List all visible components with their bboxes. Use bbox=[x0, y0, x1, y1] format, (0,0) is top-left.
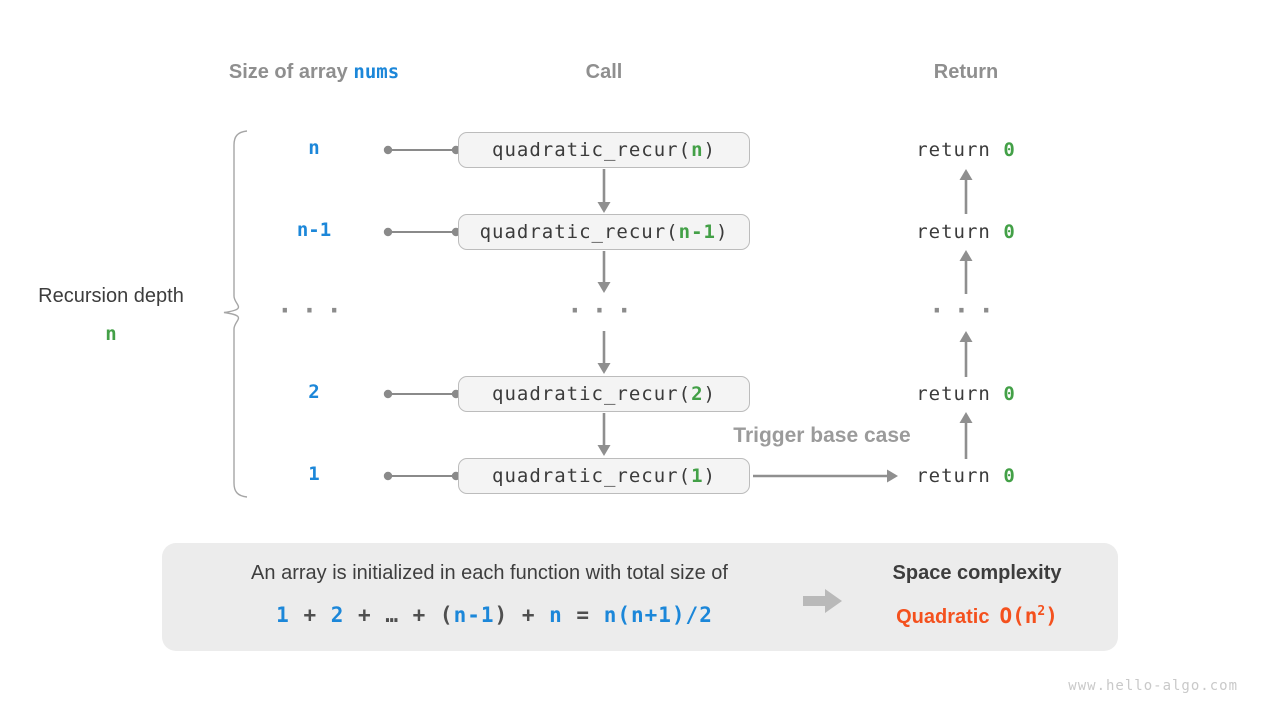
return-value: 0 bbox=[1003, 383, 1016, 405]
call-box-n-1: quadratic_recur(n-1) bbox=[458, 214, 750, 250]
space-complexity-title: Space complexity bbox=[892, 562, 1062, 584]
site-watermark: www.hello-algo.com bbox=[1068, 678, 1238, 694]
size-ellipsis: ··· bbox=[277, 296, 351, 326]
space-complexity-value: Quadratic O(n2) bbox=[862, 604, 1092, 629]
call-text: quadratic_recur(n) bbox=[492, 139, 716, 161]
call-arg: n bbox=[691, 139, 704, 161]
call-text: quadratic_recur(1) bbox=[492, 465, 716, 487]
call-box-n: quadratic_recur(n) bbox=[458, 132, 750, 168]
recursion-depth-label: Recursion depth bbox=[38, 285, 184, 307]
return-statement-n-1: return 0 bbox=[866, 221, 1066, 243]
call-arg: n-1 bbox=[678, 221, 716, 243]
call-box-1: quadratic_recur(1) bbox=[458, 458, 750, 494]
return-statement-2: return 0 bbox=[866, 383, 1066, 405]
size-label-2: 2 bbox=[308, 381, 320, 403]
total-size-formula: 1 + 2 + … + (n-1) + n = n(n+1)/2 bbox=[276, 603, 713, 627]
return-statement-n: return 0 bbox=[866, 139, 1066, 161]
return-ellipsis: ··· bbox=[929, 296, 1003, 326]
return-keyword: return bbox=[916, 465, 1004, 487]
return-keyword: return bbox=[916, 139, 1004, 161]
summary-description: An array is initialized in each function… bbox=[251, 562, 728, 584]
column-header-call: Call bbox=[585, 61, 623, 83]
call-box-2: quadratic_recur(2) bbox=[458, 376, 750, 412]
complexity-class-name: Quadratic bbox=[896, 606, 990, 628]
size-label-1: 1 bbox=[308, 463, 320, 485]
call-ellipsis: ··· bbox=[567, 296, 641, 326]
return-statement-1: return 0 bbox=[866, 465, 1066, 487]
column-header-return: Return bbox=[933, 61, 999, 83]
call-arg: 1 bbox=[691, 465, 704, 487]
return-value: 0 bbox=[1003, 465, 1016, 487]
column-header-size: Size of array nums bbox=[154, 61, 474, 84]
big-o-notation: O(n2) bbox=[999, 604, 1058, 628]
size-header-label: Size of array bbox=[228, 61, 348, 83]
summary-panel: An array is initialized in each function… bbox=[162, 543, 1118, 651]
trigger-base-case-label: Trigger base case bbox=[733, 424, 911, 447]
call-arg: 2 bbox=[691, 383, 704, 405]
implies-arrow-icon bbox=[803, 589, 842, 613]
size-label-n: n bbox=[308, 137, 320, 159]
return-keyword: return bbox=[916, 221, 1004, 243]
return-value: 0 bbox=[1003, 139, 1016, 161]
call-text: quadratic_recur(2) bbox=[492, 383, 716, 405]
recursion-depth-value: n bbox=[105, 323, 117, 345]
call-text: quadratic_recur(n-1) bbox=[479, 221, 729, 243]
nums-code-label: nums bbox=[353, 61, 400, 83]
return-keyword: return bbox=[916, 383, 1004, 405]
return-value: 0 bbox=[1003, 221, 1016, 243]
size-label-n-1: n-1 bbox=[296, 219, 332, 241]
